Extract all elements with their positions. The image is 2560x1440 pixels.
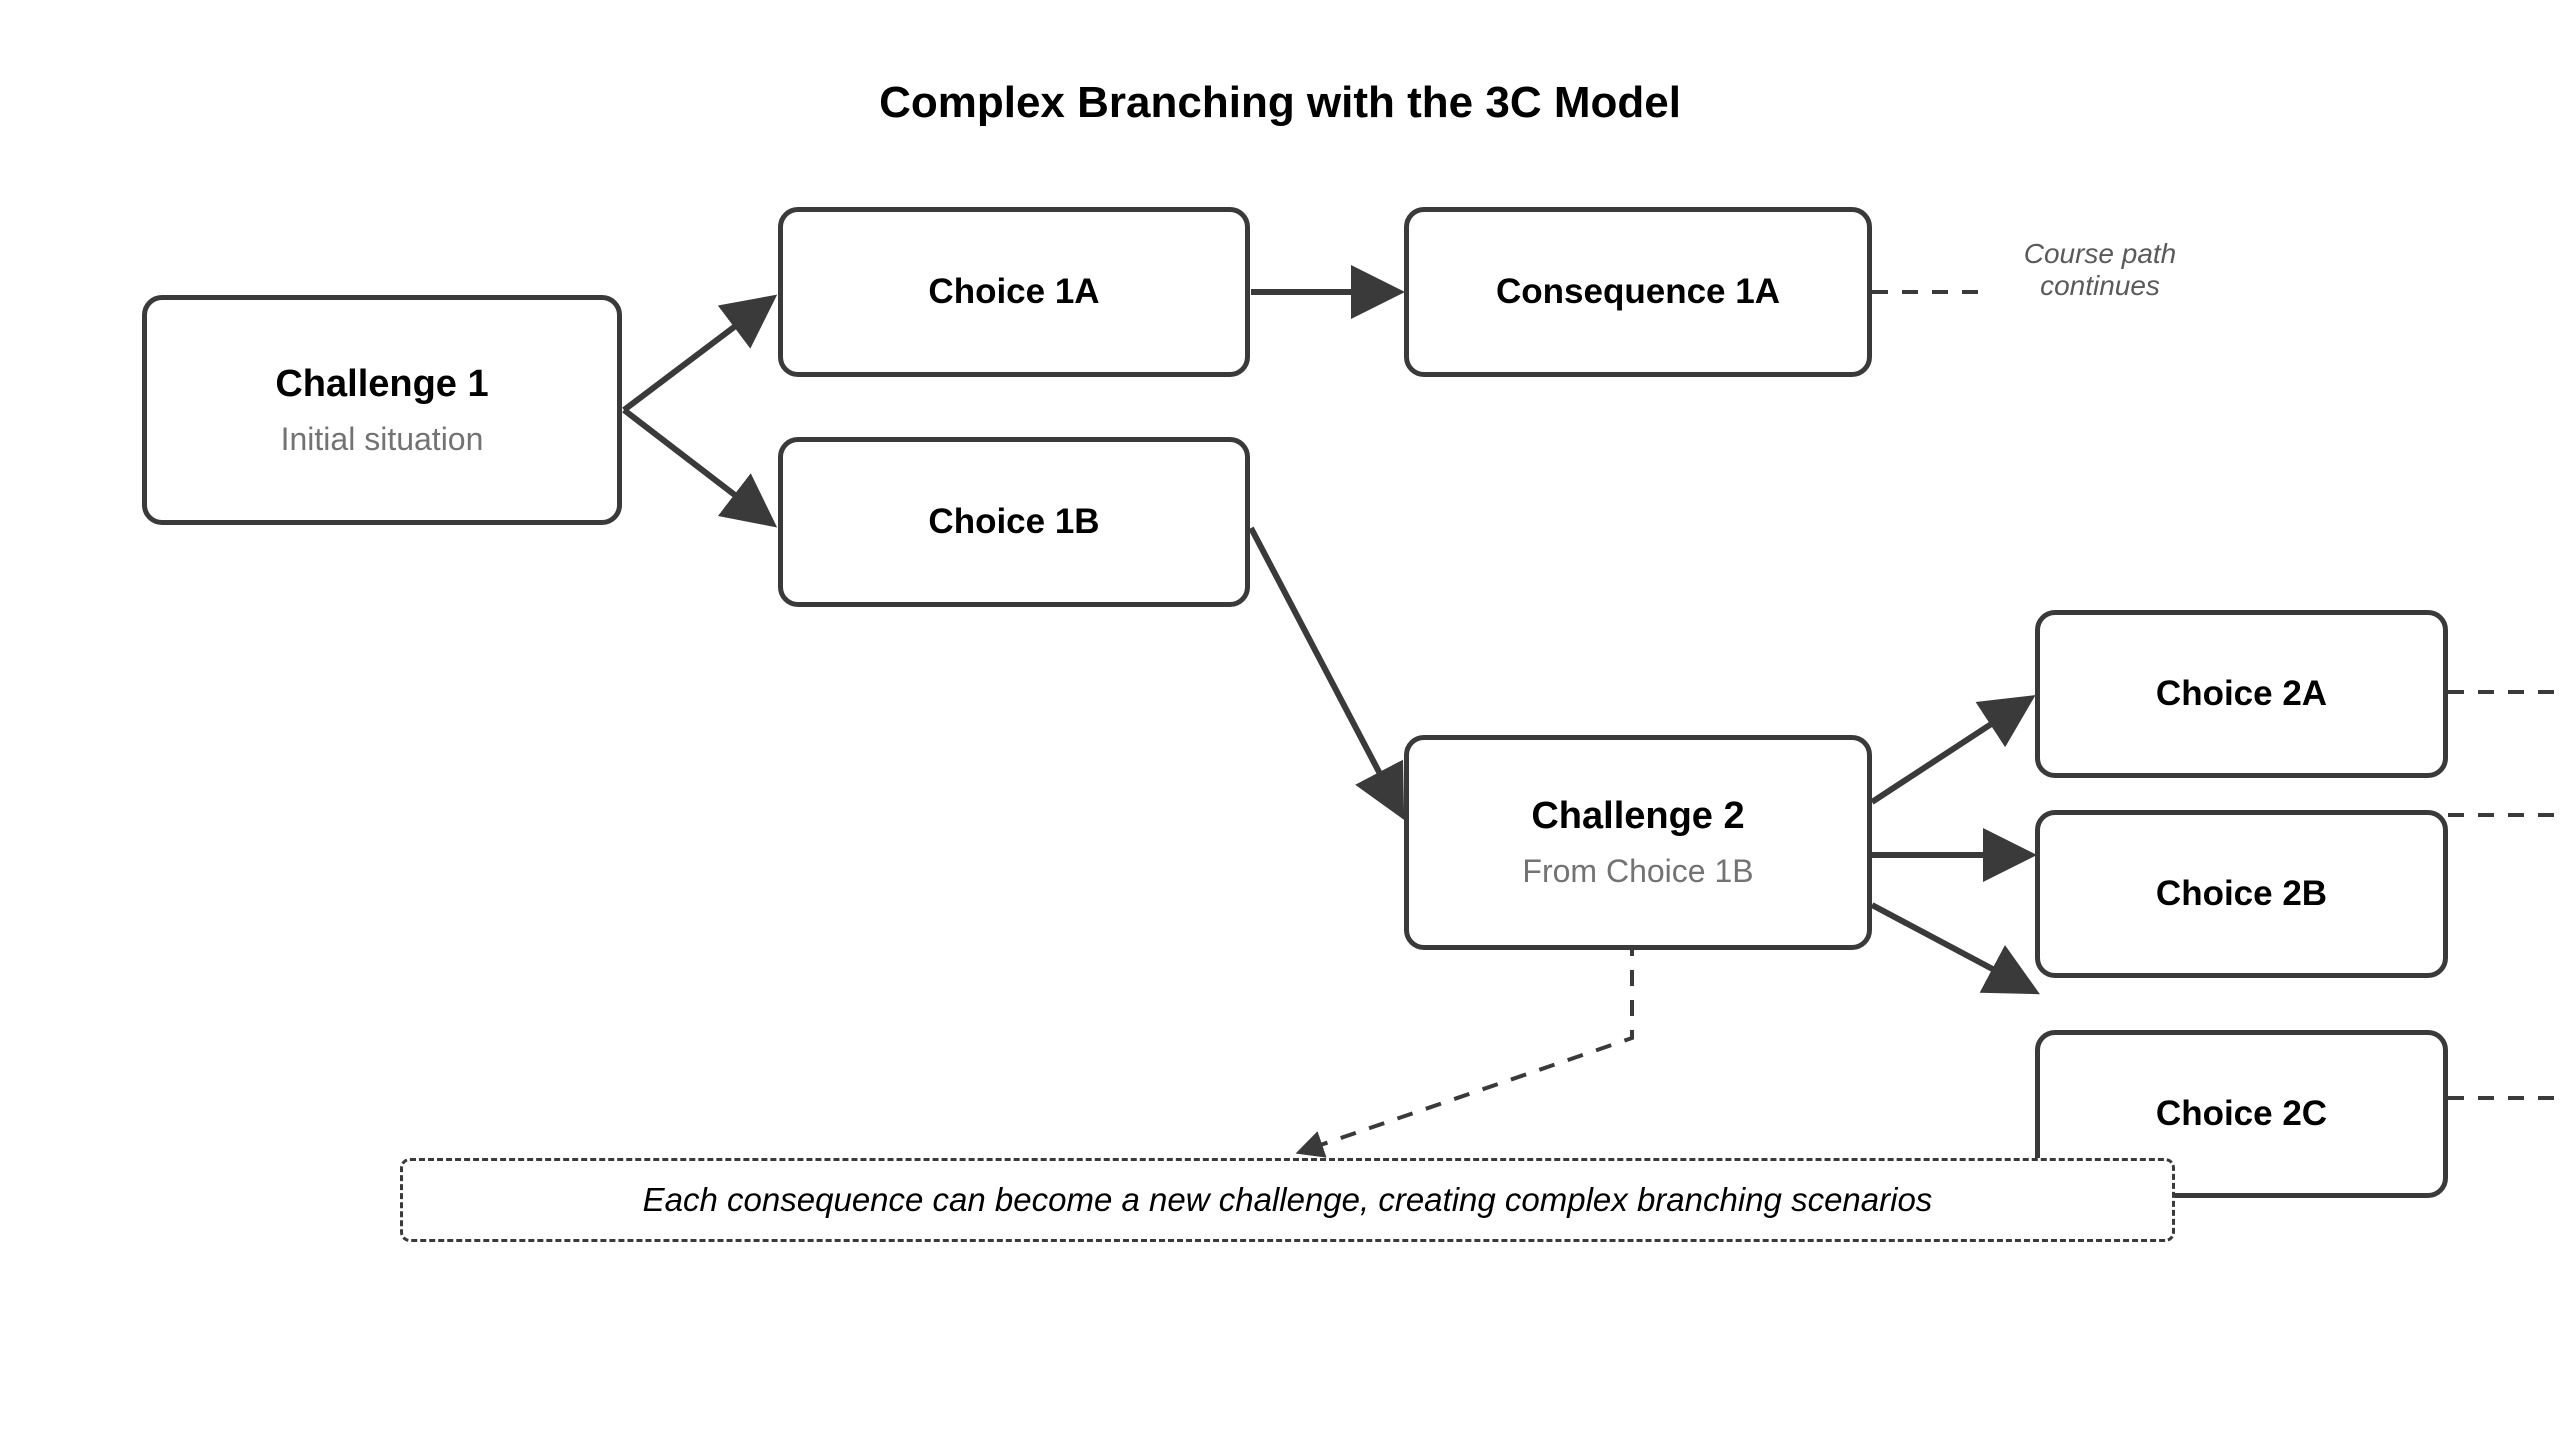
edge-challenge2-choice2c: [1870, 902, 2040, 995]
edge-challenge2-annotation: [1295, 910, 1634, 1158]
node-choice-1b-title: Choice 1B: [928, 502, 1100, 542]
edge-challenge1-choice1b: [622, 407, 778, 528]
node-consequence-1a-title: Consequence 1A: [1496, 272, 1780, 312]
node-challenge-1[interactable]: Challenge 1 Initial situation: [142, 295, 622, 525]
node-choice-2a[interactable]: Choice 2A: [2035, 610, 2448, 778]
edge-challenge1-choice1a: [622, 294, 778, 413]
note-course-path-line-1: Course path: [2023, 238, 2177, 269]
node-choice-2b[interactable]: Choice 2B: [2035, 810, 2448, 978]
note-course-path-continues: Course path continues: [1960, 238, 2240, 303]
node-choice-2c-title: Choice 2C: [2155, 1094, 2328, 1134]
node-challenge-2-subtitle: From Choice 1B: [1522, 853, 1754, 890]
edge-choice1b-challenge2: [1248, 526, 1405, 820]
node-choice-2a-title: Choice 2A: [2155, 674, 2328, 714]
note-course-path-line-2: continues: [2040, 270, 2160, 302]
node-challenge-1-subtitle: Initial situation: [280, 420, 484, 457]
node-challenge-1-title: Challenge 1: [275, 362, 489, 405]
edge-challenge2-choice2a: [1870, 695, 2036, 805]
node-choice-2b-title: Choice 2B: [2155, 874, 2328, 914]
node-choice-1a[interactable]: Choice 1A: [778, 207, 1250, 377]
annotation-text: Each consequence can become a new challe…: [642, 1181, 1933, 1218]
node-challenge-2-title: Challenge 2: [1531, 795, 1745, 838]
node-choice-1a-title: Choice 1A: [928, 272, 1100, 312]
node-consequence-1a[interactable]: Consequence 1A: [1404, 207, 1872, 377]
node-choice-1b[interactable]: Choice 1B: [778, 437, 1250, 607]
annotation-box: Each consequence can become a new challe…: [400, 1158, 2175, 1242]
node-challenge-2[interactable]: Challenge 2 From Choice 1B: [1404, 735, 1872, 950]
page-title: Complex Branching with the 3C Model: [879, 78, 1681, 127]
